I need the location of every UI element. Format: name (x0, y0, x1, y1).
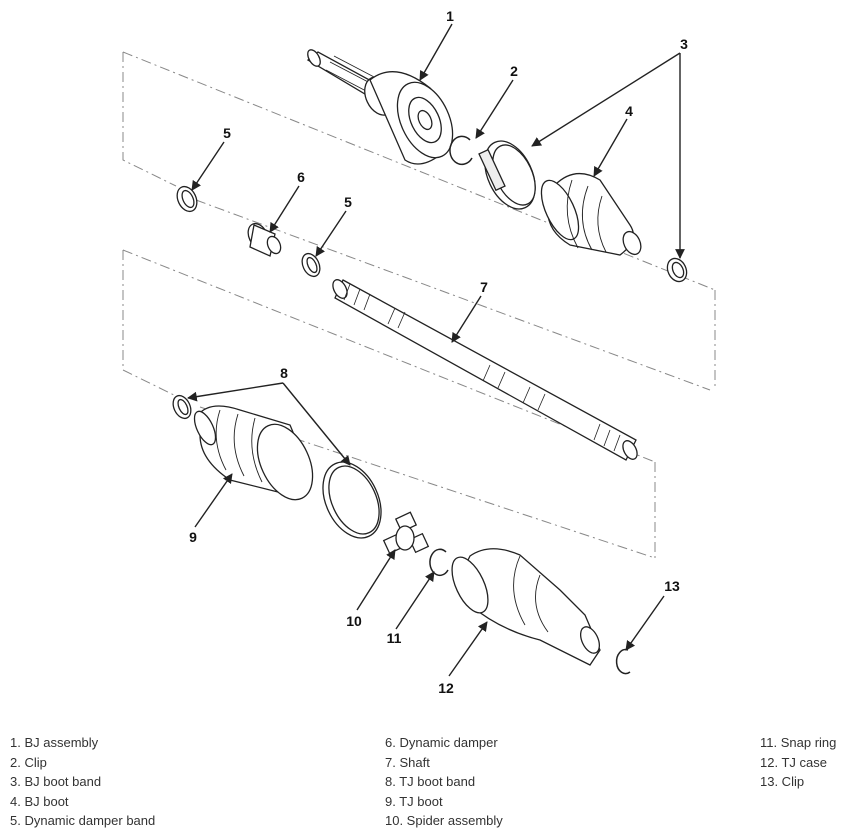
bj-boot-band-part (478, 140, 536, 210)
shaft-part (332, 279, 638, 461)
callout-11: 11 (387, 630, 402, 646)
callout-8: 8 (280, 365, 288, 381)
callout-5b: 5 (344, 194, 352, 210)
legend-item: 9. TJ boot (385, 793, 443, 809)
tj-case-part (451, 548, 601, 666)
dashed-outline-lower (122, 249, 656, 559)
damper-band-a-part (176, 185, 198, 213)
callout-6: 6 (297, 169, 305, 185)
leader-lines (187, 23, 685, 677)
legend-item: 12. TJ case (760, 754, 827, 770)
legend-item: 13. Clip (760, 774, 805, 790)
bj-boot-part (540, 173, 642, 256)
callout-13: 13 (664, 578, 680, 594)
tj-clip-part (615, 648, 631, 675)
callout-4: 4 (625, 103, 633, 119)
legend-item: 11. Snap ring (760, 735, 837, 750)
callout-9: 9 (189, 529, 197, 545)
tj-boot-band-small-part (172, 394, 192, 420)
legend-item: 3. BJ boot band (10, 774, 102, 790)
callout-3: 3 (680, 36, 688, 52)
exploded-diagram: 1 2 3 4 5 6 5 7 8 9 10 11 12 13 (122, 8, 716, 696)
legend-item: 2. Clip (10, 754, 47, 770)
dashed-outline-upper (122, 51, 716, 391)
callout-10: 10 (346, 613, 362, 629)
callout-1: 1 (446, 8, 454, 24)
tj-boot-band-large-part (322, 461, 382, 539)
spider-assembly-part (382, 511, 430, 555)
bj-boot-band-small-part (666, 257, 688, 283)
clip-part (449, 135, 473, 166)
legend-item: 5. Dynamic damper band (10, 813, 156, 829)
legend-column-2: 6. Dynamic damper 7. Shaft 8. TJ boot ba… (385, 733, 503, 831)
legend-item: 4. BJ boot (10, 793, 69, 809)
callout-7: 7 (480, 279, 488, 295)
damper-band-b-part (301, 252, 321, 278)
bj-assembly-part (306, 49, 454, 165)
legend-item: 10. Spider assembly (385, 813, 503, 829)
legend-item: 6. Dynamic damper (385, 735, 498, 750)
snap-ring-part (429, 548, 449, 577)
legend-item: 7. Shaft (385, 754, 430, 770)
callout-2: 2 (510, 63, 518, 79)
tj-boot-part (193, 405, 314, 501)
dynamic-damper-part (247, 222, 282, 257)
legend-item: 8. TJ boot band (385, 774, 476, 790)
callout-5a: 5 (223, 125, 231, 141)
legend-column-3: 11. Snap ring 12. TJ case 13. Clip (760, 733, 836, 792)
legend-column-1: 1. BJ assembly 2. Clip 3. BJ boot band 4… (10, 733, 155, 831)
legend-item: 1. BJ assembly (10, 735, 99, 750)
callout-12: 12 (438, 680, 454, 696)
